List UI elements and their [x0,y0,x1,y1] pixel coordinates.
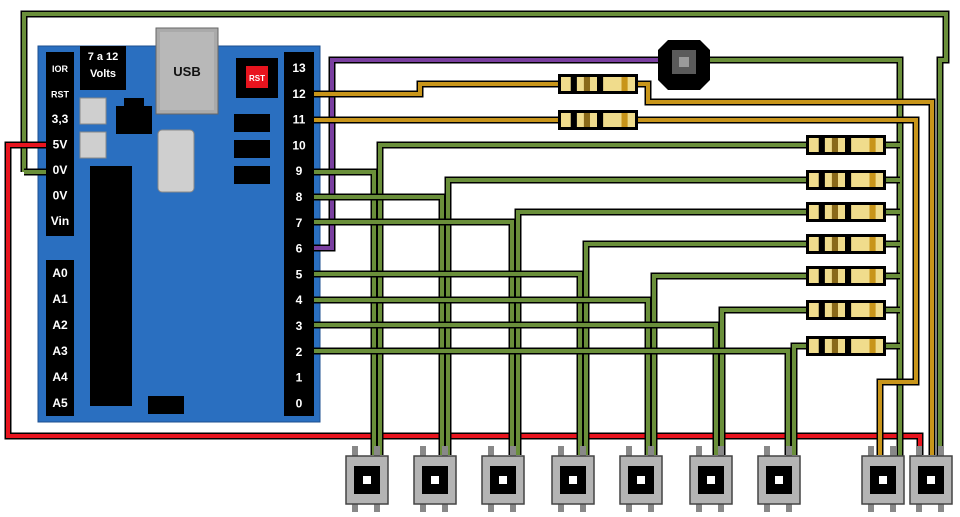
left-pin-label: IOR [52,64,69,74]
power-label-line1: 7 a 12 [88,51,119,63]
buzzer-icon [658,40,710,90]
signal-wire [314,170,376,455]
digital-pin-label: 10 [292,138,306,152]
reset-label: RST [249,74,265,83]
digital-pin-label: 11 [293,113,306,127]
digital-pin-label: 9 [296,164,303,178]
push-buttons [345,446,953,512]
signal-wire [720,308,810,455]
push-button[interactable] [481,446,525,512]
signal-wire [652,274,810,455]
left-pin-label: 3,3 [52,112,69,126]
signal-wire [314,220,514,455]
signal-wire [314,272,582,455]
digital-pin-label: 13 [292,61,306,75]
digital-pin-label: 4 [296,293,303,307]
push-button[interactable] [413,446,457,512]
push-button[interactable] [757,446,801,512]
resistor [806,135,886,155]
resistor [806,170,886,190]
usb-label: USB [173,64,200,79]
digital-pin-label: 7 [296,216,303,230]
digital-pin-label: 3 [296,319,303,333]
resistor [806,300,886,320]
digital-pin-label: 12 [292,87,306,101]
signal-wire [792,344,810,455]
push-button[interactable] [909,446,953,512]
left-pin-label: RST [51,90,70,100]
push-button[interactable] [689,446,733,512]
push-button[interactable] [861,446,905,512]
digital-pin-label: 8 [296,190,303,204]
signal-wire [314,323,718,455]
digital-pin-label: 2 [296,345,303,359]
resistor [558,74,638,94]
resistor [806,266,886,286]
resistors [558,74,886,356]
signal-wire [314,195,444,455]
signal-wire [516,210,810,455]
digital-pin-label: 6 [296,242,303,256]
signal-wire [314,298,650,455]
left-pin-label: Vin [51,214,69,228]
digital-pin-label: 5 [296,267,303,281]
resistor [806,202,886,222]
resistor [806,336,886,356]
push-button[interactable] [619,446,663,512]
resistor [806,234,886,254]
analog-pin-label: A4 [52,370,68,384]
digital-pin-label: 1 [296,371,303,385]
wires [4,10,950,460]
arduino-board: 7 a 12 Volts USB RST [37,27,321,423]
push-button[interactable] [551,446,595,512]
signal-wire [446,178,810,455]
button-signal-wires [314,141,900,455]
left-pin-labels: IOR RST 3,3 5V 0V 0V Vin [51,64,70,228]
left-pin-label: 0V [53,189,68,203]
signal-wire [314,349,790,455]
signal-wire [584,242,810,455]
left-pin-label: 5V [53,138,68,152]
resistor [558,110,638,130]
reset-button[interactable] [246,66,268,88]
analog-pin-label: A0 [52,266,68,280]
analog-pin-label: A3 [52,344,68,358]
analog-pin-label: A5 [52,396,68,410]
analog-pin-label: A2 [52,318,68,332]
power-label-line2: Volts [90,68,116,80]
analog-pin-label: A1 [52,292,68,306]
push-button[interactable] [345,446,389,512]
left-pin-label: 0V [53,163,68,177]
digital-pin-label: 0 [296,396,303,410]
